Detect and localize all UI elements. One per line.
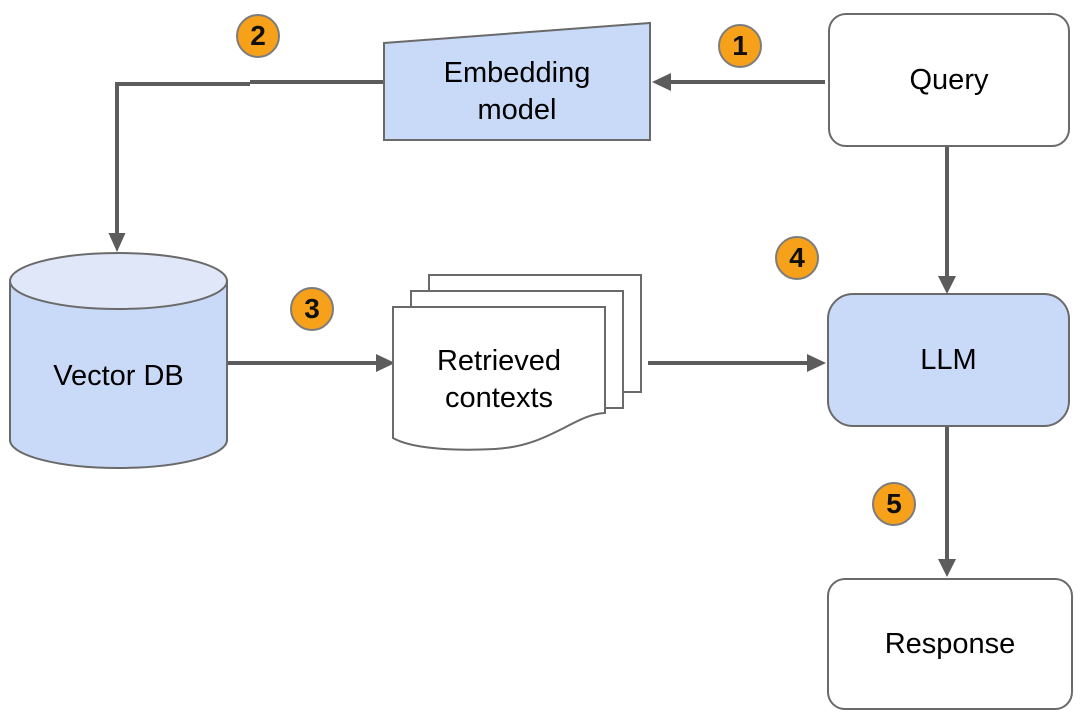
llm-label: LLM [920,343,977,376]
step-badge-5: 5 [872,482,916,526]
query-node: Query [828,13,1070,147]
embedding-model-shape [383,21,651,141]
arrow-embedding-to-vectordb [108,80,385,252]
vector-db-shape [9,252,228,469]
step-badge-1: 1 [718,24,762,68]
llm-node: LLM [827,293,1070,427]
retrieved-contexts-label: Retrieved contexts [436,344,562,414]
response-label: Response [884,627,1016,660]
step-badge-4: 4 [775,236,819,280]
arrow-query-to-embedding [652,73,825,91]
vector-db-label: Vector DB [53,360,184,393]
embedding-model-label: Embedding model [443,56,591,126]
response-node: Response [827,578,1073,710]
retrieved-contexts-shape [392,274,642,451]
arrow-vectordb-to-contexts [227,354,395,372]
arrow-contexts-to-llm [648,354,826,372]
query-label: Query [909,63,989,96]
arrow-query-to-llm [938,147,956,294]
step-badge-3: 3 [290,287,334,331]
arrow-llm-to-response [938,427,956,577]
step-badge-2: 2 [236,14,280,58]
